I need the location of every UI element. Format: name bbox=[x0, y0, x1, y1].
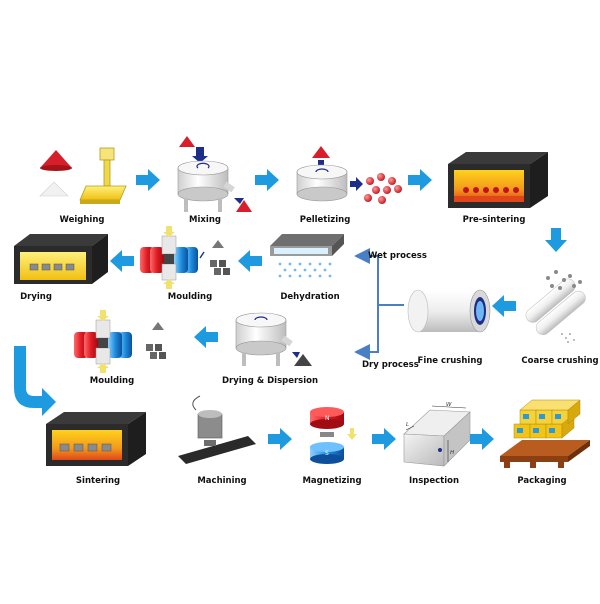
label-moulding-bottom: Moulding bbox=[89, 376, 135, 386]
flow-arrow bbox=[470, 428, 494, 450]
label-weighing: Weighing bbox=[59, 215, 105, 225]
drying-dispersion-unit bbox=[235, 312, 312, 366]
weighing-illustration bbox=[39, 147, 127, 204]
flow-arrow bbox=[110, 250, 134, 272]
coarse-crushing-rollers bbox=[525, 270, 586, 343]
process-branch-lines bbox=[354, 248, 404, 360]
packaging-pallet bbox=[500, 399, 590, 468]
label-packaging: Packaging bbox=[517, 476, 567, 486]
inspection-block bbox=[403, 405, 471, 467]
machining-station bbox=[178, 395, 256, 464]
flow-arrow bbox=[408, 169, 432, 191]
magnet-n-mark: N bbox=[325, 415, 330, 422]
fine-crushing-mill bbox=[407, 289, 491, 333]
magnet-s-mark: S bbox=[325, 450, 329, 457]
sintering-furnace bbox=[46, 412, 146, 466]
drying-furnace bbox=[14, 234, 108, 284]
dehydration-tray bbox=[270, 234, 344, 278]
label-magnetizing: Magnetizing bbox=[302, 476, 362, 486]
flow-arrow bbox=[492, 295, 516, 317]
mixing-illustration bbox=[177, 136, 252, 212]
label-dehydration: Dehydration bbox=[280, 292, 340, 302]
flow-arrow bbox=[194, 326, 218, 348]
label-wet-process: Wet process bbox=[368, 251, 427, 261]
label-drying: Drying bbox=[20, 292, 52, 302]
flow-arrow bbox=[372, 428, 396, 450]
flow-arrow bbox=[545, 228, 567, 252]
flow-arrow bbox=[255, 169, 279, 191]
label-fine-crushing: Fine crushing bbox=[417, 356, 483, 366]
label-machining: Machining bbox=[197, 476, 247, 486]
label-dry-process: Dry process bbox=[362, 360, 419, 370]
label-moulding-top: Moulding bbox=[167, 292, 213, 302]
moulding-press-bottom bbox=[74, 310, 166, 373]
label-pelletizing: Pelletizing bbox=[299, 215, 351, 225]
dimension-l: L bbox=[406, 422, 409, 428]
label-mixing: Mixing bbox=[189, 215, 221, 225]
flow-arrow bbox=[136, 169, 160, 191]
flow-arrow bbox=[238, 250, 262, 272]
flow-arrow-bend bbox=[14, 346, 56, 416]
pelletizing-illustration bbox=[296, 146, 402, 204]
pre-sintering-furnace bbox=[448, 152, 548, 208]
moulding-press-top bbox=[140, 226, 230, 289]
dimension-h: H bbox=[450, 450, 454, 456]
label-inspection: Inspection bbox=[408, 476, 460, 486]
label-drying-dispersion: Drying & Dispersion bbox=[221, 376, 319, 386]
dimension-w: W bbox=[446, 402, 452, 408]
flow-arrow bbox=[268, 428, 292, 450]
magnetizing-magnets bbox=[310, 407, 357, 464]
label-sintering: Sintering bbox=[75, 476, 121, 486]
label-coarse-crushing: Coarse crushing bbox=[521, 356, 599, 366]
label-pre-sintering: Pre-sintering bbox=[462, 215, 526, 225]
